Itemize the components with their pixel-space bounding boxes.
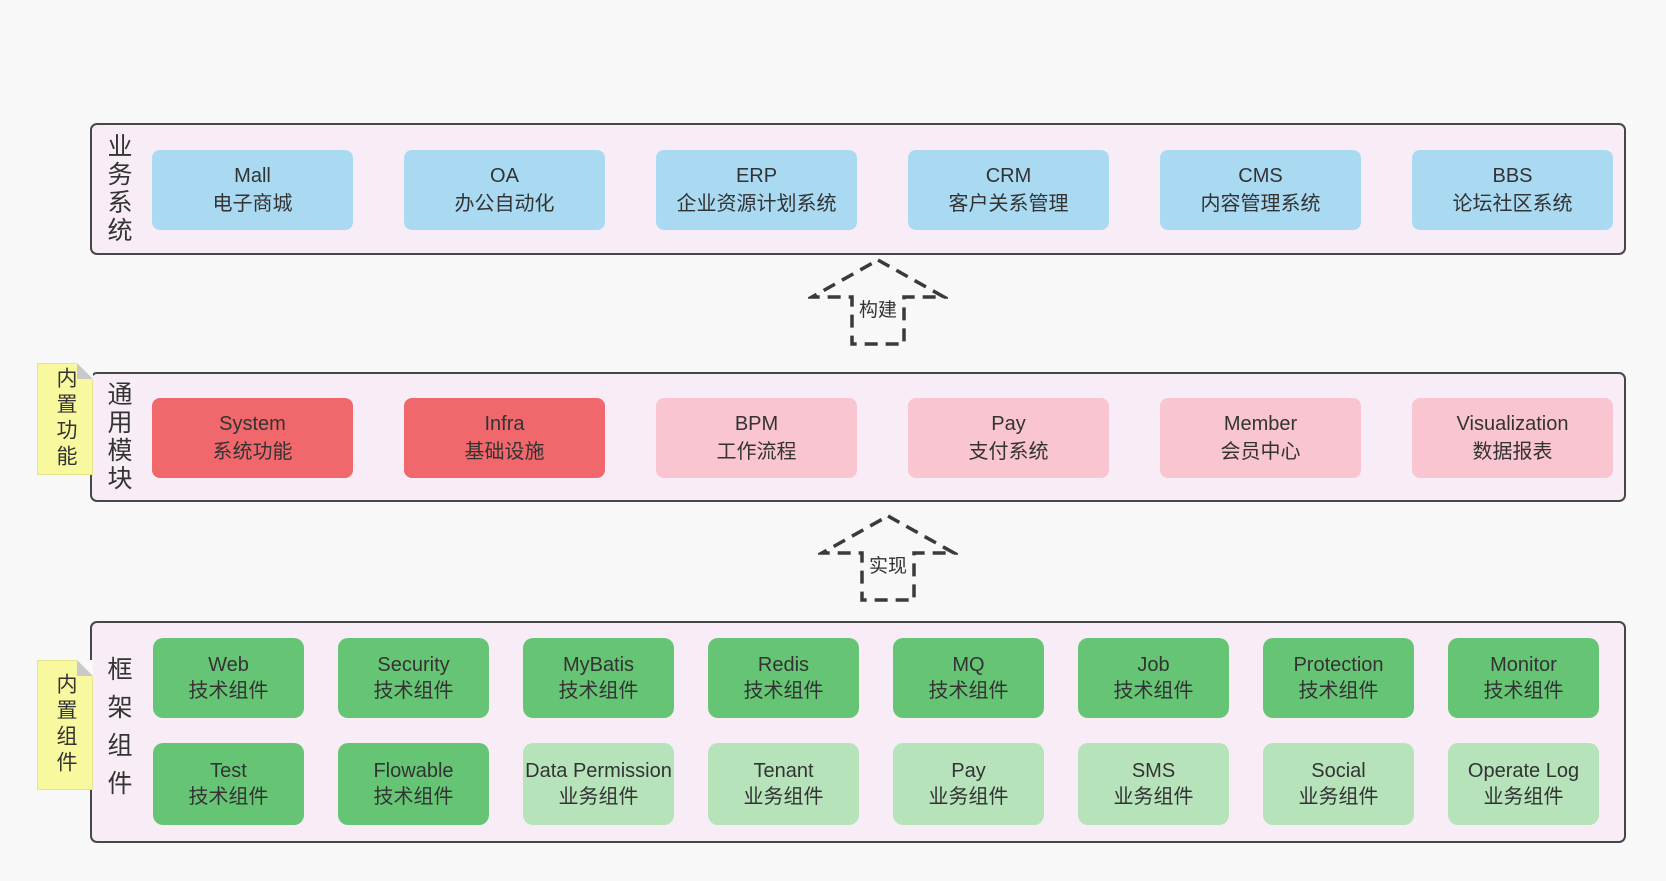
box-mq: MQ 技术组件: [893, 638, 1044, 718]
box-subtitle: 技术组件: [1483, 680, 1564, 702]
box-title: MyBatis: [562, 654, 635, 676]
box-title: Test: [210, 760, 247, 782]
box-infra: Infra 基础设施: [404, 398, 605, 478]
box-subtitle: 业务组件: [1298, 786, 1379, 808]
box-bbs: BBS 论坛社区系统: [1412, 150, 1613, 230]
box-redis: Redis 技术组件: [708, 638, 859, 718]
box-subtitle: 技术组件: [188, 680, 269, 702]
box-subtitle: 内容管理系统: [1200, 193, 1321, 215]
box-monitor: Monitor 技术组件: [1448, 638, 1599, 718]
box-cms: CMS 内容管理系统: [1160, 150, 1361, 230]
box-title: SMS: [1131, 760, 1176, 782]
box-system: System 系统功能: [152, 398, 353, 478]
box-subtitle: 论坛社区系统: [1452, 193, 1573, 215]
box-title: Visualization: [1456, 413, 1569, 435]
box-member: Member 会员中心: [1160, 398, 1361, 478]
box-social: Social 业务组件: [1263, 743, 1414, 825]
business-systems-section: 业务系统 Mall 电子商城 OA 办公自动化 ERP 企业资源计划系统 CRM…: [90, 123, 1626, 255]
box-subtitle: 会员中心: [1220, 441, 1301, 463]
box-title: Job: [1137, 654, 1170, 676]
built-in-features-note: 内置功能: [37, 363, 93, 475]
box-subtitle: 业务组件: [1113, 786, 1194, 808]
box-title: Redis: [757, 654, 810, 676]
box-title: System: [219, 413, 286, 435]
box-protection: Protection 技术组件: [1263, 638, 1414, 718]
box-subtitle: 基础设施: [464, 441, 545, 463]
box-title: Security: [377, 654, 450, 676]
box-subtitle: 技术组件: [558, 680, 639, 702]
business-section-label: 业务系统: [104, 133, 132, 245]
box-security: Security 技术组件: [338, 638, 489, 718]
box-subtitle: 支付系统: [968, 441, 1049, 463]
box-crm: CRM 客户关系管理: [908, 150, 1109, 230]
box-title: Mall: [234, 165, 271, 187]
box-subtitle: 企业资源计划系统: [676, 193, 837, 215]
box-pay: Pay 支付系统: [908, 398, 1109, 478]
box-subtitle: 技术组件: [1113, 680, 1194, 702]
box-title: Protection: [1293, 654, 1384, 676]
box-subtitle: 客户关系管理: [948, 193, 1069, 215]
box-subtitle: 业务组件: [743, 786, 824, 808]
box-title: Flowable: [373, 760, 454, 782]
box-subtitle: 业务组件: [558, 786, 639, 808]
box-sms: SMS 业务组件: [1078, 743, 1229, 825]
box-title: Data Permission: [525, 760, 672, 782]
implement-arrow: 实现: [818, 512, 958, 604]
box-title: Member: [1223, 413, 1298, 435]
box-mybatis: MyBatis 技术组件: [523, 638, 674, 718]
box-subtitle: 技术组件: [928, 680, 1009, 702]
arrow-label: 实现: [865, 550, 911, 579]
box-mall: Mall 电子商城: [152, 150, 353, 230]
box-operate-log: Operate Log 业务组件: [1448, 743, 1599, 825]
framework-section-label: 框架组件: [104, 656, 132, 808]
box-title: Infra: [484, 413, 525, 435]
box-subtitle: 工作流程: [716, 441, 797, 463]
built-in-components-note: 内置组件: [37, 660, 93, 790]
box-test: Test 技术组件: [153, 743, 304, 825]
box-title: Operate Log: [1467, 760, 1580, 782]
box-subtitle: 技术组件: [373, 786, 454, 808]
build-arrow: 构建: [808, 256, 948, 348]
box-oa: OA 办公自动化: [404, 150, 605, 230]
box-subtitle: 技术组件: [743, 680, 824, 702]
modules-section-label: 通用模块: [104, 381, 132, 493]
box-title: BBS: [1492, 165, 1533, 187]
box-flowable: Flowable 技术组件: [338, 743, 489, 825]
box-subtitle: 业务组件: [928, 786, 1009, 808]
arrow-label: 构建: [855, 294, 901, 323]
box-pay-biz: Pay 业务组件: [893, 743, 1044, 825]
arrow-up-icon: [808, 257, 948, 346]
box-title: Pay: [991, 413, 1026, 435]
box-subtitle: 技术组件: [188, 786, 269, 808]
box-job: Job 技术组件: [1078, 638, 1229, 718]
box-subtitle: 数据报表: [1472, 441, 1553, 463]
box-subtitle: 业务组件: [1483, 786, 1564, 808]
box-subtitle: 系统功能: [212, 441, 293, 463]
box-subtitle: 技术组件: [1298, 680, 1379, 702]
box-title: CRM: [985, 165, 1032, 187]
box-tenant: Tenant 业务组件: [708, 743, 859, 825]
box-title: Web: [208, 654, 249, 676]
box-title: Tenant: [753, 760, 814, 782]
box-subtitle: 电子商城: [212, 193, 293, 215]
box-subtitle: 技术组件: [373, 680, 454, 702]
box-visualization: Visualization 数据报表: [1412, 398, 1613, 478]
box-web: Web 技术组件: [153, 638, 304, 718]
common-modules-section: 通用模块 System 系统功能 Infra 基础设施 BPM 工作流程 Pay…: [90, 372, 1626, 502]
box-data-permission: Data Permission 业务组件: [523, 743, 674, 825]
framework-components-section: 框架组件 Web 技术组件 Security 技术组件 MyBatis 技术组件…: [90, 621, 1626, 843]
arrow-up-icon: [818, 513, 958, 602]
box-bpm: BPM 工作流程: [656, 398, 857, 478]
box-title: MQ: [952, 654, 985, 676]
box-subtitle: 办公自动化: [454, 193, 555, 215]
box-title: Social: [1311, 760, 1366, 782]
box-title: Pay: [951, 760, 986, 782]
box-erp: ERP 企业资源计划系统: [656, 150, 857, 230]
box-title: OA: [490, 165, 519, 187]
box-title: BPM: [734, 413, 779, 435]
box-title: ERP: [735, 165, 778, 187]
box-title: Monitor: [1490, 654, 1557, 676]
box-title: CMS: [1238, 165, 1283, 187]
